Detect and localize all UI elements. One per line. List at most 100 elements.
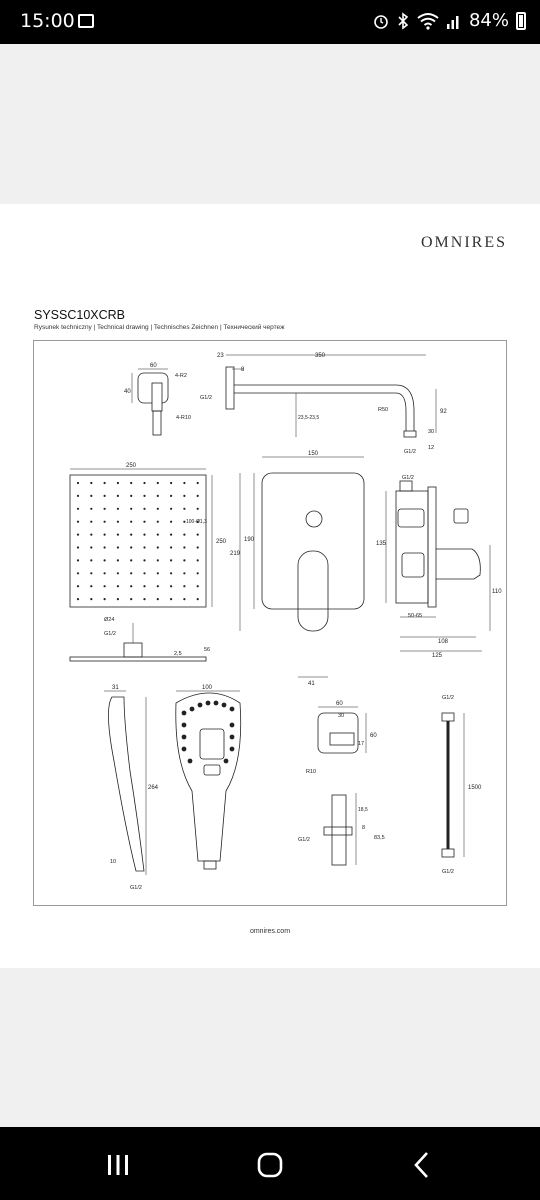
- nozzle-dot: [76, 533, 80, 536]
- nozzle-dot: [170, 572, 173, 575]
- nozzle-dot: [116, 559, 119, 562]
- nozzle-dot: [183, 520, 186, 523]
- nozzle-dot: [130, 559, 133, 562]
- dim-outlet-60v: 60: [370, 733, 377, 739]
- nozzle-dot: [76, 572, 80, 575]
- nozzle-dot: [90, 546, 93, 549]
- technical-drawing: 60 40 4-R2 4-R10 23 350 8 G1/2: [69, 353, 502, 891]
- mixer-front-drawing: 150 219 190 41: [230, 451, 365, 687]
- gallery-icon: [78, 14, 94, 28]
- nozzle-dot: [196, 572, 199, 575]
- nozzle-dot: [181, 710, 187, 716]
- dim-hose-thread-bottom: G1/2: [442, 869, 454, 875]
- nozzle-dot: [143, 559, 146, 562]
- recents-icon[interactable]: [98, 1145, 138, 1185]
- dim-outlet-30: 30: [338, 713, 344, 719]
- dim-valve-125: 125: [432, 653, 443, 659]
- nozzle-dot: [196, 598, 199, 601]
- dim-arm-350: 350: [315, 353, 326, 359]
- alarm-icon: [374, 14, 388, 29]
- nozzle-dot: [189, 706, 195, 712]
- nozzle-dot: [181, 746, 187, 752]
- nozzle-dot: [116, 507, 119, 510]
- dim-head-width: 250: [126, 463, 137, 469]
- nozzle-dot: [156, 598, 159, 601]
- brand-logo: OMNIRES: [420, 234, 507, 251]
- nozzle-dot: [116, 481, 119, 485]
- nozzle-dot: [229, 722, 235, 728]
- home-icon[interactable]: [250, 1145, 290, 1185]
- nozzle-dot: [90, 572, 93, 575]
- nozzle-dot: [76, 520, 80, 523]
- nozzle-dot: [229, 746, 235, 752]
- hand-shower-front-drawing: 100: [175, 685, 242, 870]
- dim-arm-30: 30: [428, 429, 434, 435]
- nozzle-dot: [76, 494, 80, 497]
- nozzle-dot: [116, 598, 119, 601]
- nozzle-dot: [103, 507, 106, 510]
- dim-valve-thread: G1/2: [402, 475, 414, 481]
- dim-wall-r10: 4-R10: [176, 415, 191, 421]
- nozzle-dot: [196, 520, 199, 523]
- nozzle-dot: [103, 494, 106, 497]
- nozzle-dot: [143, 520, 146, 523]
- nozzle-dot: [183, 598, 186, 601]
- dim-wall-width: 60: [150, 363, 157, 369]
- nozzle-dot: [196, 559, 199, 562]
- bluetooth-icon: [398, 11, 409, 30]
- nozzle-dot: [90, 598, 93, 601]
- nozzle-dot: [143, 572, 146, 575]
- status-icons: 84%: [373, 10, 526, 31]
- nozzle-dot: [196, 533, 199, 536]
- nozzle-dot: [196, 546, 199, 549]
- dim-arm-r50: R50: [378, 407, 388, 413]
- nozzle-dot: [156, 585, 159, 588]
- hand-shower-side-drawing: 31 264 10 G1/2: [104, 685, 159, 891]
- nozzle-dot: [130, 481, 133, 485]
- nozzle-dot: [116, 533, 119, 536]
- dim-head-height: 250: [216, 539, 227, 545]
- wall-outlet-drawing: 60 30 17 60 R10 18,5 8 83,5 G1/2: [298, 701, 385, 866]
- nozzle-dot: [103, 481, 106, 485]
- dim-outlet-17: 17: [358, 741, 364, 747]
- dim-arm-range: 23,5-23,5: [298, 415, 319, 421]
- dim-arm-thread2: G1/2: [404, 449, 416, 455]
- nozzle-dot: [130, 572, 133, 575]
- nozzle-dot: [90, 520, 93, 523]
- dim-head-thread: G1/2: [104, 631, 116, 637]
- document-page: OMNIRES SYSSC10XCRB Rysunek techniczny |…: [0, 204, 540, 968]
- nozzle-dot: [90, 494, 93, 497]
- nozzle-dot: [196, 494, 199, 497]
- signal-icon: [446, 15, 459, 29]
- nozzle-dot: [116, 585, 119, 588]
- nozzle-dot: [143, 598, 146, 601]
- nozzle-dot: [143, 481, 146, 485]
- shower-head-drawing: 250 250 100-Ø1,3 Ø24 G1/2 2,5 56: [69, 463, 227, 662]
- nozzle-dot: [130, 598, 133, 601]
- status-bar: 15:00 84%: [0, 0, 540, 44]
- dim-valve-50-65: 50-65: [408, 613, 422, 619]
- nozzle-dot: [156, 507, 159, 510]
- dim-hand-31: 31: [112, 685, 119, 691]
- nozzle-dot: [76, 585, 80, 588]
- nozzle-dot: [90, 533, 93, 536]
- dim-wall-height: 40: [124, 389, 131, 395]
- nozzle-dot: [130, 520, 133, 523]
- background-area: [0, 968, 540, 1127]
- nozzle-dot: [223, 758, 229, 764]
- dim-outlet-8: 8: [362, 825, 365, 831]
- back-icon[interactable]: [402, 1145, 442, 1185]
- nozzle-dot: [170, 507, 173, 510]
- dim-outlet-18-5: 18,5: [358, 807, 368, 813]
- wall-mount-drawing: 60 40 4-R2 4-R10: [124, 363, 191, 436]
- nozzle-dot: [76, 481, 80, 485]
- dim-outlet-thread: G1/2: [298, 837, 310, 843]
- dim-hand-10: 10: [110, 859, 116, 865]
- nozzle-dot: [187, 758, 193, 764]
- dim-arm-8: 8: [241, 367, 245, 373]
- technical-drawing-frame: 60 40 4-R2 4-R10 23 350 8 G1/2: [33, 340, 507, 906]
- nozzle-dot: [196, 585, 199, 588]
- dim-arm-12: 12: [428, 445, 434, 451]
- shower-arm-drawing: 23 350 8 G1/2 23,5-23,5 R50 92 30 12 G1/…: [200, 353, 447, 455]
- nozzle-dot: [103, 520, 106, 523]
